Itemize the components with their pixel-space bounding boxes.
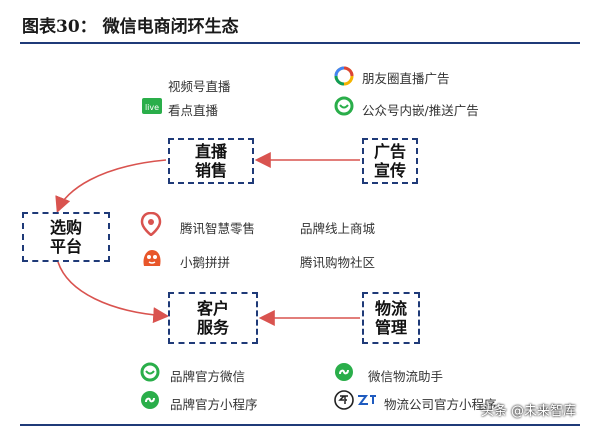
figure-number: 图表30： — [22, 17, 97, 37]
label-channels-live: 视频号直播 — [168, 79, 231, 94]
kandian-live-icon: live — [142, 98, 162, 114]
node-ad-promo: 广告宣传 — [362, 138, 418, 184]
figure-title: 图表30： 微信电商闭环生态 — [22, 12, 239, 37]
wechat-logistics-icon — [335, 363, 353, 381]
brand-wechat-icon — [140, 362, 160, 382]
node-logistics-mgmt: 物流管理 — [362, 292, 420, 344]
smart-retail-icon — [140, 212, 162, 236]
moments-ads-icon — [334, 66, 354, 86]
sf-express-icon — [334, 390, 354, 410]
label-kandian-live: 看点直播 — [168, 103, 219, 118]
label-brand-miniprogram: 品牌官方小程序 — [170, 397, 258, 412]
title-rule — [20, 42, 580, 44]
node-customer-service: 客户服务 — [168, 292, 258, 344]
brand-miniprogram-icon — [141, 391, 159, 409]
bottom-rule — [20, 424, 580, 426]
node-shopping-platform: 选购平台 — [22, 212, 110, 262]
svg-text:live: live — [145, 103, 159, 112]
label-shopping-community: 腾讯购物社区 — [300, 255, 376, 270]
label-brand-wechat: 品牌官方微信 — [170, 369, 246, 384]
official-account-icon — [334, 96, 354, 116]
figure-title-text: 微信电商闭环生态 — [102, 17, 239, 37]
zto-logo-icon — [358, 395, 376, 405]
label-mini-goose: 小鹅拼拼 — [180, 255, 231, 270]
label-courier-official: 物流公司官方小程序 — [384, 397, 497, 412]
label-moments-ads: 朋友圈直播广告 — [362, 71, 450, 86]
label-tencent-smart-retail: 腾讯智慧零售 — [180, 221, 256, 236]
arrow-select-to-service — [57, 261, 170, 324]
label-wechat-logistics: 微信物流助手 — [368, 369, 444, 384]
label-official-ads: 公众号内嵌/推送广告 — [362, 103, 479, 118]
arrow-live-to-select — [55, 159, 167, 213]
mini-goose-icon — [143, 250, 161, 266]
watermark: 头条 @未来智库 — [480, 404, 576, 419]
label-brand-mall: 品牌线上商城 — [300, 221, 376, 236]
node-live-sales: 直播销售 — [168, 138, 254, 184]
